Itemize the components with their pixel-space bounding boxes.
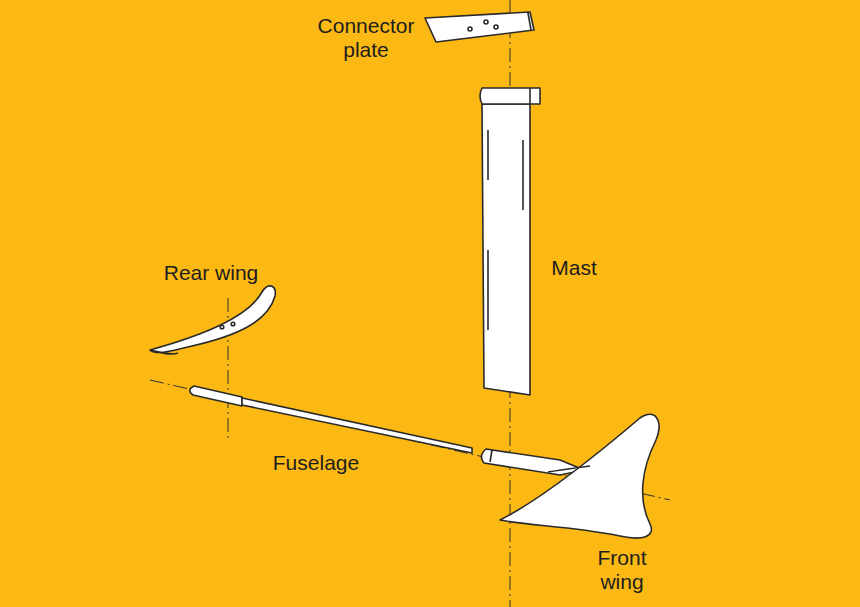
fuselage-rod xyxy=(242,398,472,453)
connector-plate xyxy=(425,12,534,42)
fuselage-tail xyxy=(190,386,242,406)
rear-wing-hole xyxy=(220,325,224,329)
plate-hole xyxy=(468,27,472,31)
part-label: Front wing xyxy=(582,546,662,594)
part-label: Fuselage xyxy=(251,451,381,475)
mast-shade xyxy=(487,130,489,180)
rear-axis xyxy=(228,298,229,440)
mast-cap xyxy=(480,88,540,104)
rear-wing xyxy=(150,286,275,353)
plate-hole xyxy=(494,25,498,29)
fuselage-nose xyxy=(481,449,584,475)
plate-edge xyxy=(528,13,531,30)
mast-shade xyxy=(487,250,489,330)
front-wing xyxy=(500,414,659,538)
rear-wing-tip xyxy=(150,350,178,354)
part-label: Connector plate xyxy=(301,14,431,62)
fuselage-nose-edge xyxy=(490,450,492,462)
rear-wing-hole xyxy=(231,322,235,326)
part-label: Mast xyxy=(534,256,614,280)
mast-shade xyxy=(522,140,524,210)
mast-body xyxy=(482,104,530,395)
part-label: Rear wing xyxy=(136,261,286,285)
mast-cap-edge xyxy=(529,88,531,104)
front-wing-root xyxy=(548,466,590,472)
plate-hole xyxy=(484,20,488,24)
